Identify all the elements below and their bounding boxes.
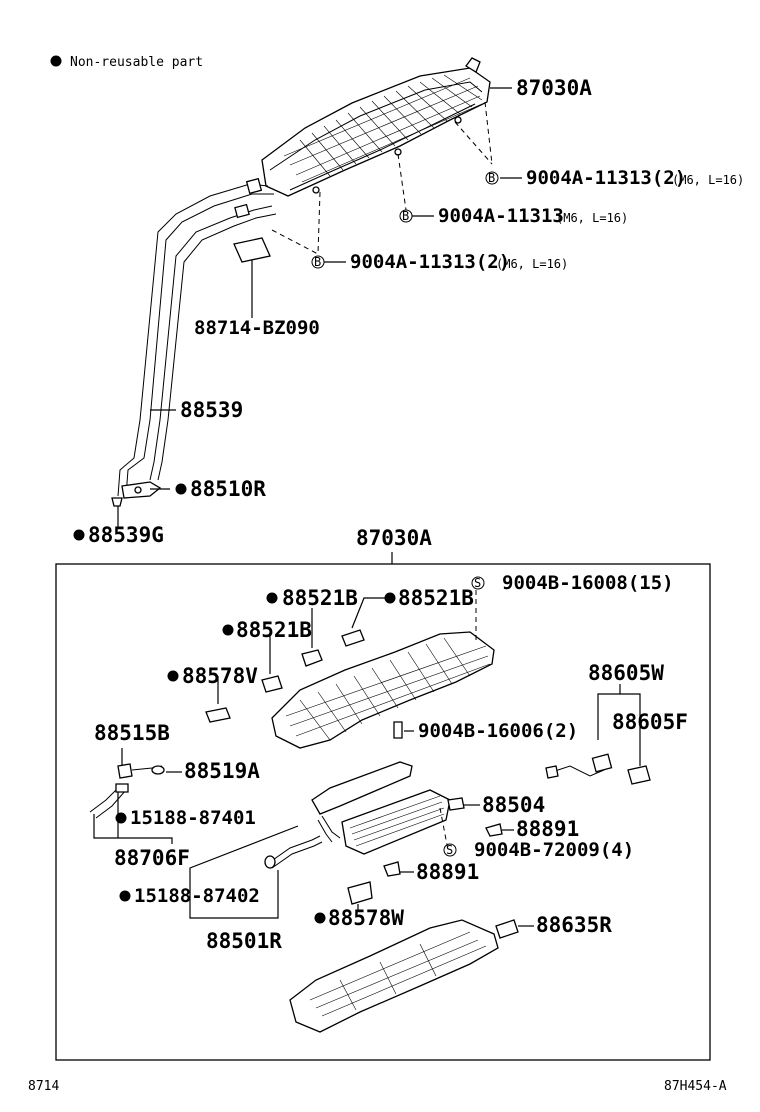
upper-case-drawing	[205, 629, 495, 749]
label-grommet: 88510R	[190, 477, 266, 501]
non-reusable-bullet-icon	[119, 890, 131, 902]
label-bolt-mid: 9004A-11313	[438, 205, 564, 227]
label-valve-cap: 88519A	[184, 759, 260, 783]
non-reusable-bullet-icon	[314, 912, 326, 924]
label-wire-a: 88605W	[588, 661, 664, 685]
label-pad-e: 88578W	[328, 906, 404, 930]
non-reusable-bullet-icon	[115, 812, 127, 824]
label-pad-a: 88521B	[282, 586, 358, 610]
label-bolt-mid-spec: (M6, L=16)	[556, 211, 628, 225]
non-reusable-bullet-icon	[222, 624, 234, 636]
bolt-mark-icon	[399, 209, 413, 223]
label-pipe-plug: 88539G	[88, 523, 164, 547]
non-reusable-bullet-icon	[266, 592, 278, 604]
label-bolt-right: 9004A-11313(2)	[526, 167, 686, 189]
label-screw-mid: 9004B-16006(2)	[418, 720, 578, 742]
label-resistor: 88635R	[536, 913, 612, 937]
lower-case-drawing	[289, 919, 519, 1033]
label-pad-d: 88578V	[182, 664, 258, 688]
label-oring-b: 15188-87402	[134, 885, 260, 907]
non-reusable-bullet-icon	[384, 592, 396, 604]
label-hose-b: 88501R	[206, 929, 282, 953]
assembly-box-frame	[55, 563, 711, 1061]
label-valve: 88515B	[94, 721, 170, 745]
label-clip-a: 88891	[516, 817, 579, 841]
label-label-plate: 88714-BZ090	[194, 317, 320, 339]
screw-mark-icon	[471, 576, 485, 590]
screw-mark-text: S	[446, 843, 453, 857]
screw-mark-text: S	[474, 576, 481, 590]
label-screw-low: 9004B-72009(4)	[474, 839, 634, 861]
label-clip-b: 88891	[416, 860, 479, 884]
label-wire-b: 88605F	[612, 710, 688, 734]
label-pipe: 88539	[180, 398, 243, 422]
label-pad-c: 88521B	[236, 618, 312, 642]
label-screw-top: 9004B-16008(15)	[502, 572, 674, 594]
legend-bullet-icon	[50, 55, 62, 67]
heater-core-drawing	[264, 761, 503, 905]
label-pad-b: 88521B	[398, 586, 474, 610]
wire-harness-drawing	[545, 753, 651, 785]
label-bolt-left-spec: (M6, L=16)	[496, 257, 568, 271]
label-oring-a: 15188-87401	[130, 807, 256, 829]
non-reusable-bullet-icon	[73, 529, 85, 541]
legend-text: Non-reusable part	[70, 55, 203, 70]
label-bolt-left: 9004A-11313(2)	[350, 251, 510, 273]
footer-right: 87H454-A	[664, 1079, 727, 1094]
bolt-mark-text: B	[402, 209, 409, 223]
label-top-assembly: 87030A	[516, 76, 592, 100]
label-core: 88504	[482, 793, 545, 817]
evaporator-unit-drawing	[111, 57, 491, 507]
non-reusable-bullet-icon	[167, 670, 179, 682]
label-hose-a: 88706F	[114, 846, 190, 870]
non-reusable-bullet-icon	[175, 483, 187, 495]
label-bolt-right-spec: (M6, L=16)	[672, 173, 744, 187]
label-box-assembly: 87030A	[356, 526, 432, 550]
bolt-mark-text: B	[314, 255, 321, 269]
footer-left: 8714	[28, 1079, 59, 1094]
bolt-mark-text: B	[488, 171, 495, 185]
screw-mark-icon	[443, 843, 457, 857]
bolt-mark-icon	[311, 255, 325, 269]
valve-drawing	[89, 763, 165, 819]
bolt-mark-icon	[485, 171, 499, 185]
